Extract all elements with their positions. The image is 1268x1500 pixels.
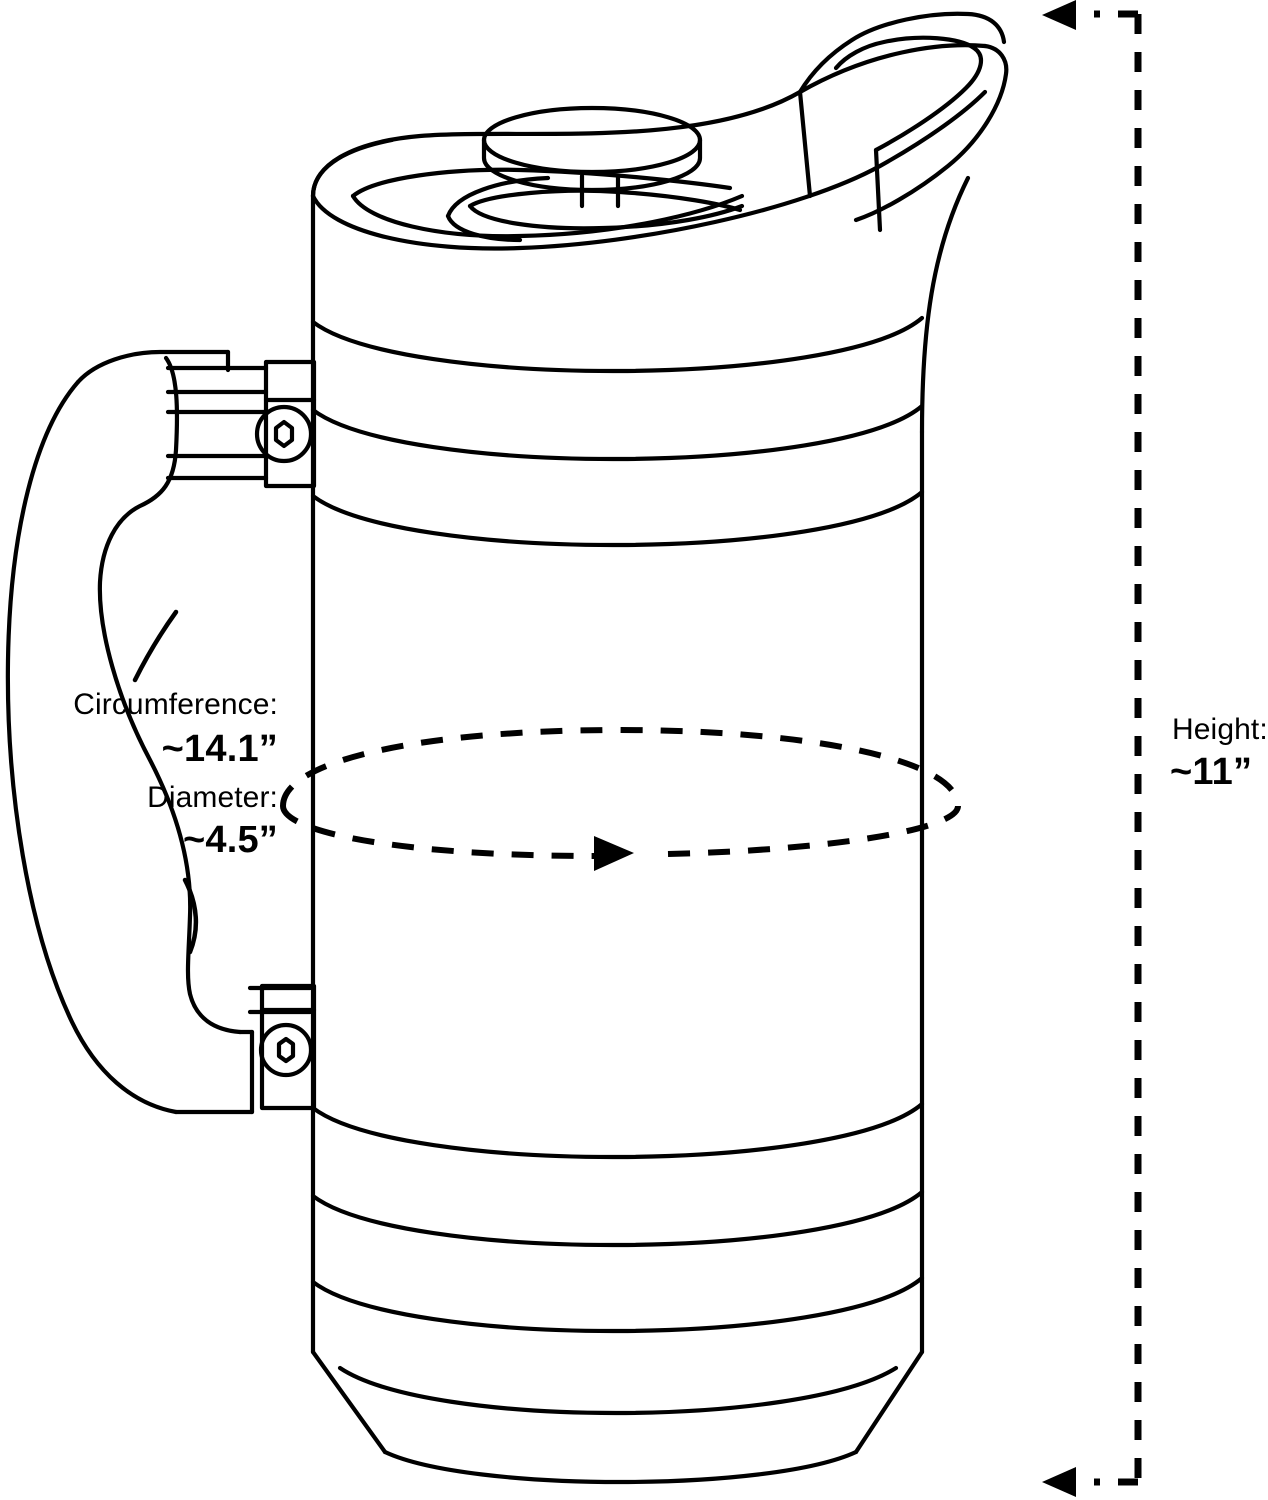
lid-collar-back <box>467 188 743 213</box>
lid-plate-front <box>350 193 745 239</box>
handle-inner-grip <box>97 355 243 1035</box>
height-dimension-group <box>1094 10 1142 1486</box>
spout-inner-channel <box>833 35 984 153</box>
circumference-label: Circumference: <box>73 688 278 721</box>
diameter-label: Diameter: <box>147 781 278 814</box>
height-arrowhead-top <box>1042 0 1076 30</box>
body-right-flare <box>919 175 971 435</box>
lid-collar-left-bridge-2 <box>445 213 523 243</box>
circumference-arc-front-left <box>280 805 597 859</box>
lid-assembly <box>310 43 988 251</box>
height-label: Height: <box>1172 713 1268 746</box>
knob-disc-side <box>481 137 703 193</box>
circumference-arrowhead <box>594 836 634 871</box>
pitcher-outline-group <box>5 11 1009 1485</box>
leader-line-group <box>132 609 199 955</box>
lid-plate-back <box>350 167 733 199</box>
side-handle-assembly <box>5 349 317 1115</box>
upper-screw-head <box>254 404 314 464</box>
leader-circumference <box>132 609 179 683</box>
upper-screw-hex-socket <box>273 419 295 449</box>
upper-mount-bracket <box>263 359 317 489</box>
body-band-5 <box>310 1189 925 1248</box>
circumference-ellipse-group <box>280 726 961 859</box>
base-left-taper <box>310 1349 388 1455</box>
circumference-arc-back <box>280 726 961 807</box>
diameter-value: ~4.5” <box>182 819 278 861</box>
base-right-taper <box>853 1349 925 1455</box>
circumference-arc-front-right <box>667 805 961 857</box>
height-value: ~11” <box>1170 751 1253 793</box>
lid-collar-left-bridge <box>445 175 551 219</box>
leader-diameter <box>182 877 199 955</box>
lower-screw-head <box>258 1022 314 1078</box>
handle-outer-loop <box>5 379 179 1115</box>
lower-screw-hex-socket <box>276 1036 296 1064</box>
lid-rim-front-edge <box>310 89 988 251</box>
knob-disc-top <box>481 105 703 175</box>
lower-mount-bracket <box>259 983 317 1111</box>
body-band-3 <box>310 489 925 548</box>
spout-assembly <box>797 11 1009 233</box>
spout-inner-strut <box>873 147 883 233</box>
spout-outer-edge <box>853 43 1009 223</box>
body-band-2 <box>310 403 925 462</box>
lid-rim-back-edge <box>310 43 988 199</box>
lid-collar-front <box>467 203 745 231</box>
height-arrowhead-bottom <box>1042 1467 1076 1497</box>
base-bottom-curve <box>382 1449 859 1485</box>
body-band-1 <box>310 315 925 374</box>
circumference-value: ~14.1” <box>161 728 278 770</box>
body-band-6 <box>310 1275 925 1334</box>
body-band-group <box>310 315 925 1416</box>
spout-left-strut <box>797 89 813 199</box>
body-band-4 <box>310 1101 925 1160</box>
base-band-7 <box>337 1365 899 1416</box>
handle-top-edge <box>75 349 231 385</box>
spout-top-back <box>797 11 1007 95</box>
